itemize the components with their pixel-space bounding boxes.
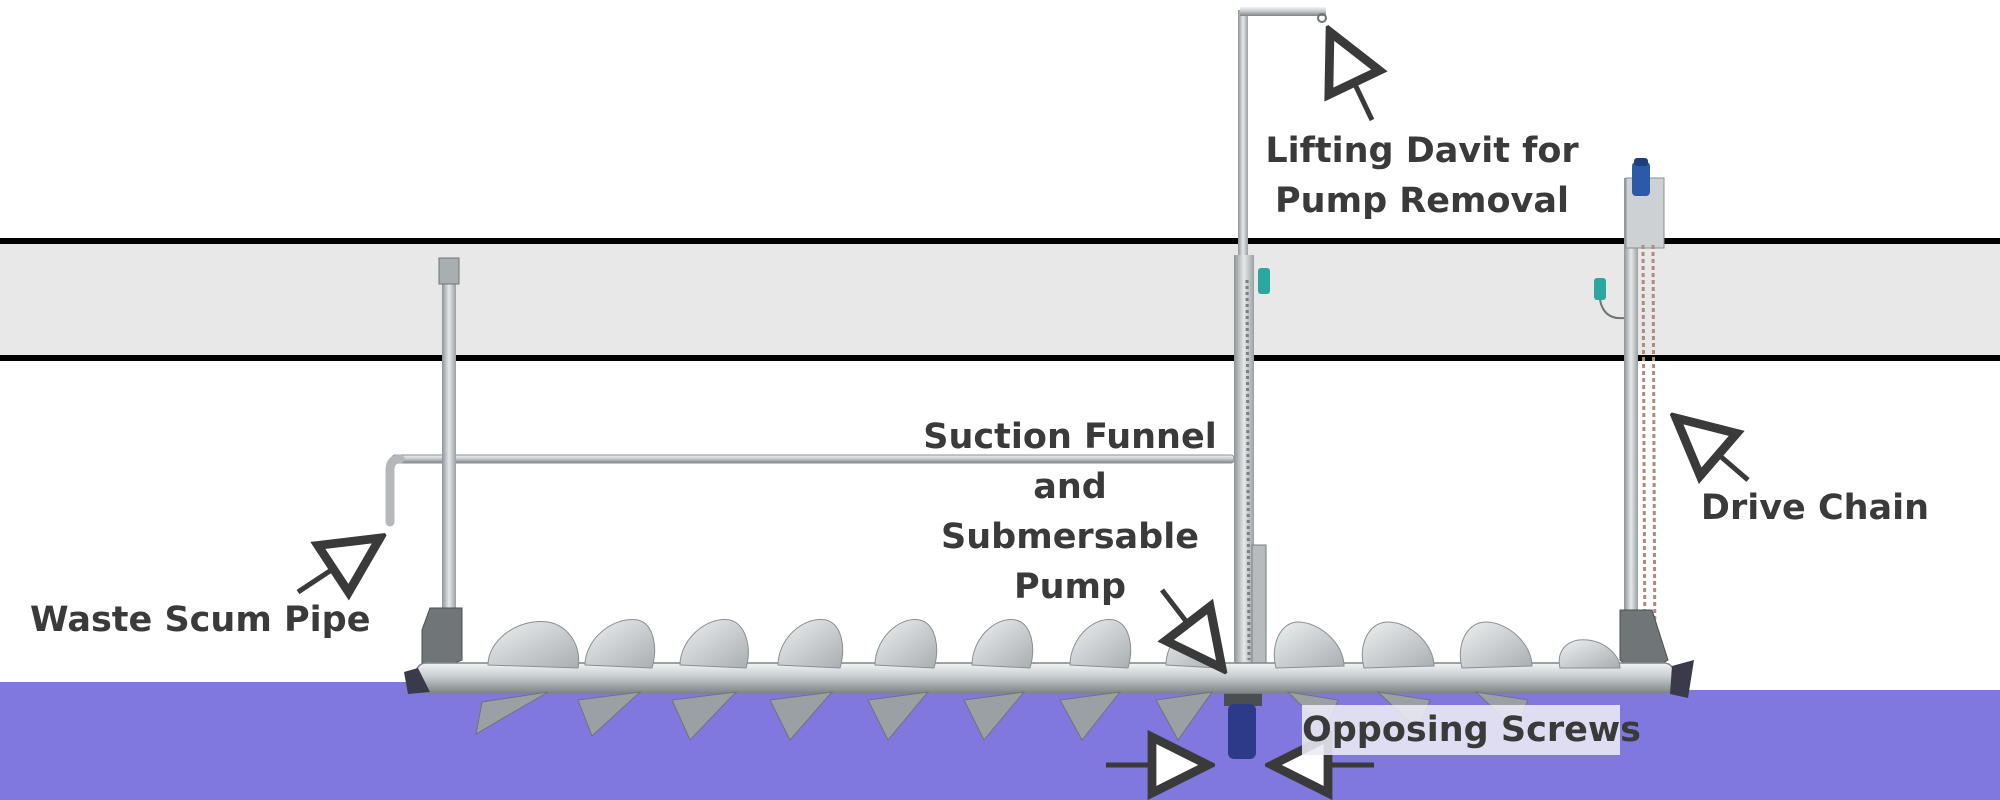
label-lifting-davit-line-1: Lifting Davit for <box>1265 131 1579 171</box>
left-post-cap <box>438 257 460 285</box>
left-end-cap <box>404 668 430 694</box>
arrow-waste-scum-pipe <box>296 538 380 592</box>
label-opposing-screws: Opposing Screws <box>1302 705 1641 755</box>
label-suction-funnel: Suction Funnel and Submersable Pump <box>920 412 1220 612</box>
right-sensor-cable <box>1599 299 1625 320</box>
left-screw-flights <box>475 619 1220 741</box>
arrow-suction-funnel <box>1162 588 1222 668</box>
label-waste-scum-pipe: Waste Scum Pipe <box>30 600 371 640</box>
right-sensor-box <box>1594 278 1606 300</box>
label-lifting-davit-line-2: Pump Removal <box>1275 181 1569 221</box>
arrow-lifting-davit <box>1330 32 1372 122</box>
upper-band <box>0 242 2000 357</box>
label-suction-funnel-line-4: Pump <box>1013 567 1127 607</box>
center-post <box>1234 255 1254 675</box>
scum-pipe-elbow <box>385 454 405 527</box>
label-lifting-davit: Lifting Davit for Pump Removal <box>1262 126 1582 226</box>
right-end-cap <box>1670 660 1694 698</box>
label-suction-funnel-line-3: Submersable <box>941 517 1199 557</box>
center-guide-plate <box>1251 544 1267 666</box>
left-post <box>442 258 456 653</box>
arrow-drive-chain <box>1676 418 1750 480</box>
davit-hook <box>1317 13 1327 23</box>
label-suction-funnel-line-2: and <box>1033 467 1107 507</box>
drive-motor <box>1632 162 1650 196</box>
drive-chain-right <box>1651 244 1657 666</box>
drive-chain-left <box>1641 244 1647 666</box>
label-suction-funnel-line-1: Suction Funnel <box>923 417 1217 457</box>
right-post <box>1624 178 1638 673</box>
band-bottom-line <box>0 355 2000 361</box>
pump-body <box>1228 704 1256 759</box>
label-drive-chain: Drive Chain <box>1700 488 1930 528</box>
center-sensor-box <box>1258 268 1270 294</box>
davit-vertical <box>1238 10 1248 260</box>
band-top-line <box>0 238 2000 244</box>
drive-motor-cap <box>1634 158 1648 166</box>
davit-arm <box>1240 7 1326 16</box>
